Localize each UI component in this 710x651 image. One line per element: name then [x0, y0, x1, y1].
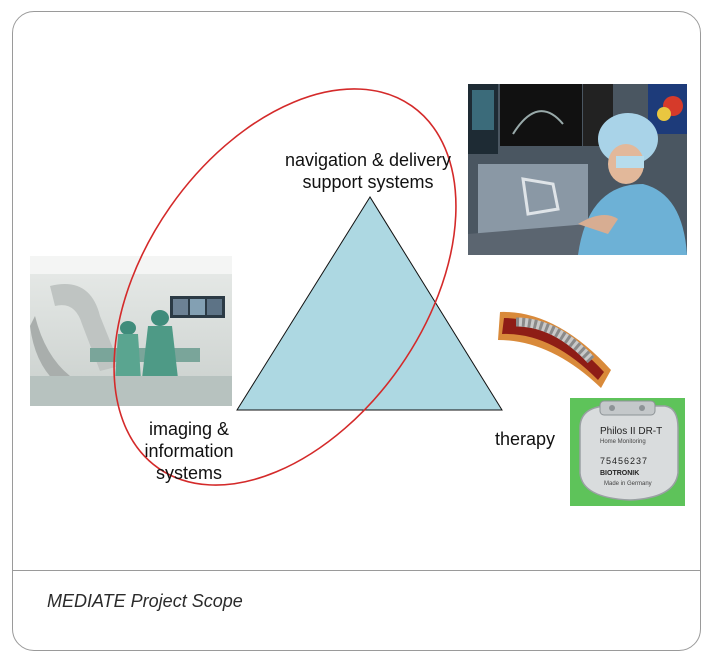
- navigation-console-photo: [468, 84, 687, 255]
- pacemaker-sub: Home Monitoring: [600, 439, 646, 445]
- scope-triangle: [236, 196, 503, 411]
- navigation-label: navigation & delivery support systems: [276, 149, 460, 193]
- pacemaker-brand: BIOTRONIK: [600, 470, 640, 477]
- scope-diagram: [113, 88, 503, 486]
- imaging-label-line3: systems: [155, 463, 222, 483]
- footer-caption: MEDIATE Project Scope: [47, 591, 243, 611]
- pacemaker-serial: 75456237: [600, 456, 649, 466]
- navigation-label-line2: support systems: [302, 172, 434, 192]
- scope-ellipse: [113, 88, 457, 486]
- therapy-label: therapy: [494, 429, 556, 449]
- imaging-label: imaging & information systems: [124, 418, 254, 484]
- imaging-label-line2: information: [144, 441, 234, 461]
- footer-divider: [13, 570, 700, 571]
- pacemaker-origin: Made in Germany: [604, 481, 652, 487]
- stent-photo: [496, 300, 624, 392]
- navigation-label-line1: navigation & delivery: [284, 150, 452, 170]
- pacemaker-photo: Philos II DR-T Home Monitoring 75456237 …: [570, 398, 685, 506]
- pacemaker-model: Philos II DR-T: [600, 426, 663, 437]
- imaging-label-line1: imaging &: [148, 419, 230, 439]
